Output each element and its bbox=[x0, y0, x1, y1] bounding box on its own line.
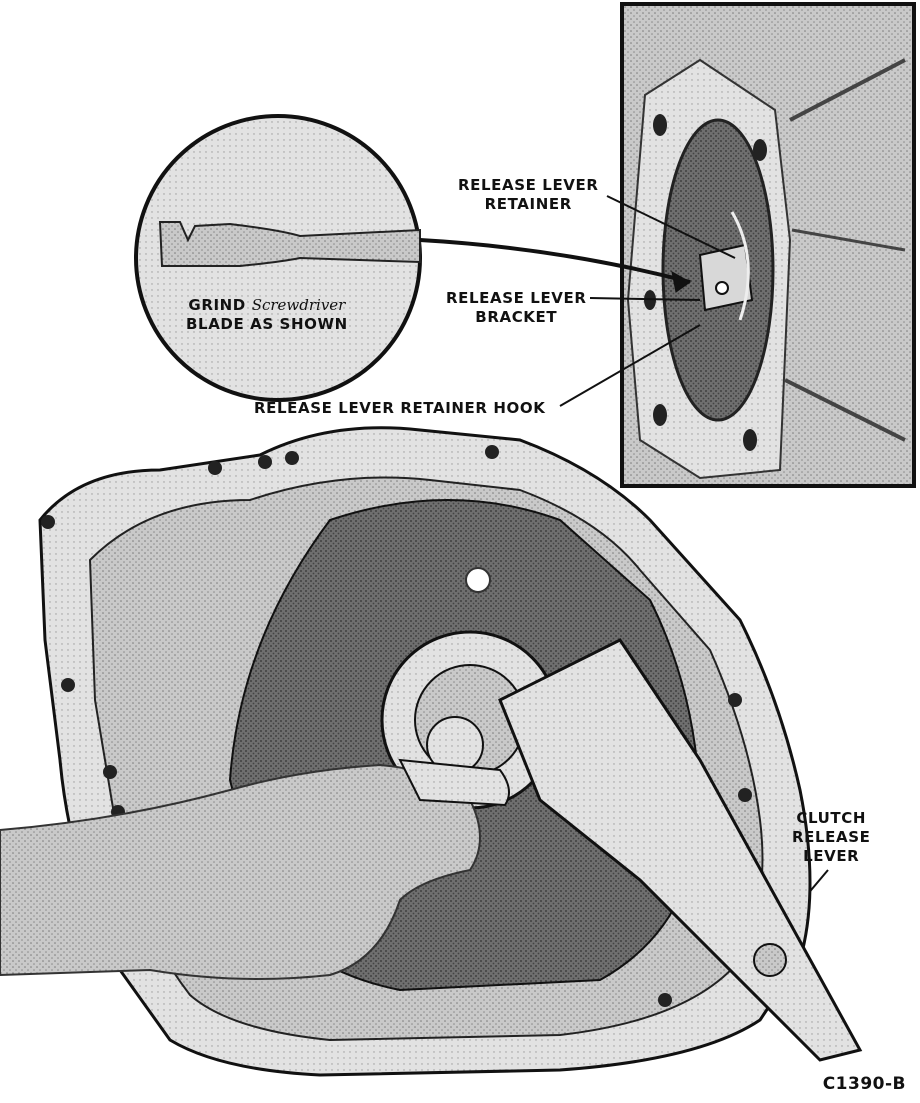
leader-circle-to-inset bbox=[419, 238, 691, 284]
label-grind-word: GRIND bbox=[188, 296, 246, 314]
figure-id: C1390-B bbox=[822, 1074, 906, 1094]
screwdriver-blade bbox=[158, 221, 421, 267]
hand bbox=[0, 758, 510, 980]
label-line: RELEASE bbox=[792, 828, 871, 846]
label-line: GRIND Screwdriver bbox=[186, 296, 348, 315]
label-line: RELEASE LEVER bbox=[458, 176, 599, 194]
leader-retainer bbox=[606, 195, 736, 259]
leader-hook bbox=[559, 324, 701, 407]
bell-housing bbox=[38, 426, 863, 1077]
label-line: CLUTCH bbox=[796, 809, 867, 827]
leader-bracket bbox=[589, 297, 701, 301]
inset-photo bbox=[620, 2, 916, 488]
label-line: LEVER bbox=[803, 847, 860, 865]
label-release-lever-retainer-hook: RELEASE LEVER RETAINER HOOK bbox=[254, 399, 545, 418]
label-release-lever-bracket: RELEASE LEVER BRACKET bbox=[446, 289, 587, 327]
label-screwdriver-word: Screwdriver bbox=[251, 296, 346, 314]
label-line: BLADE AS SHOWN bbox=[186, 315, 348, 333]
label-line: RETAINER bbox=[484, 195, 572, 213]
label-line: RELEASE LEVER RETAINER HOOK bbox=[254, 399, 546, 417]
label-line: RELEASE LEVER bbox=[446, 289, 587, 307]
label-line: BRACKET bbox=[475, 308, 558, 326]
label-grind-screwdriver: GRIND Screwdriver BLADE AS SHOWN bbox=[186, 296, 348, 334]
label-release-lever-retainer: RELEASE LEVER RETAINER bbox=[458, 176, 599, 214]
label-clutch-release-lever: CLUTCH RELEASE LEVER bbox=[792, 809, 870, 866]
screwdriver-detail-circle bbox=[134, 114, 422, 402]
